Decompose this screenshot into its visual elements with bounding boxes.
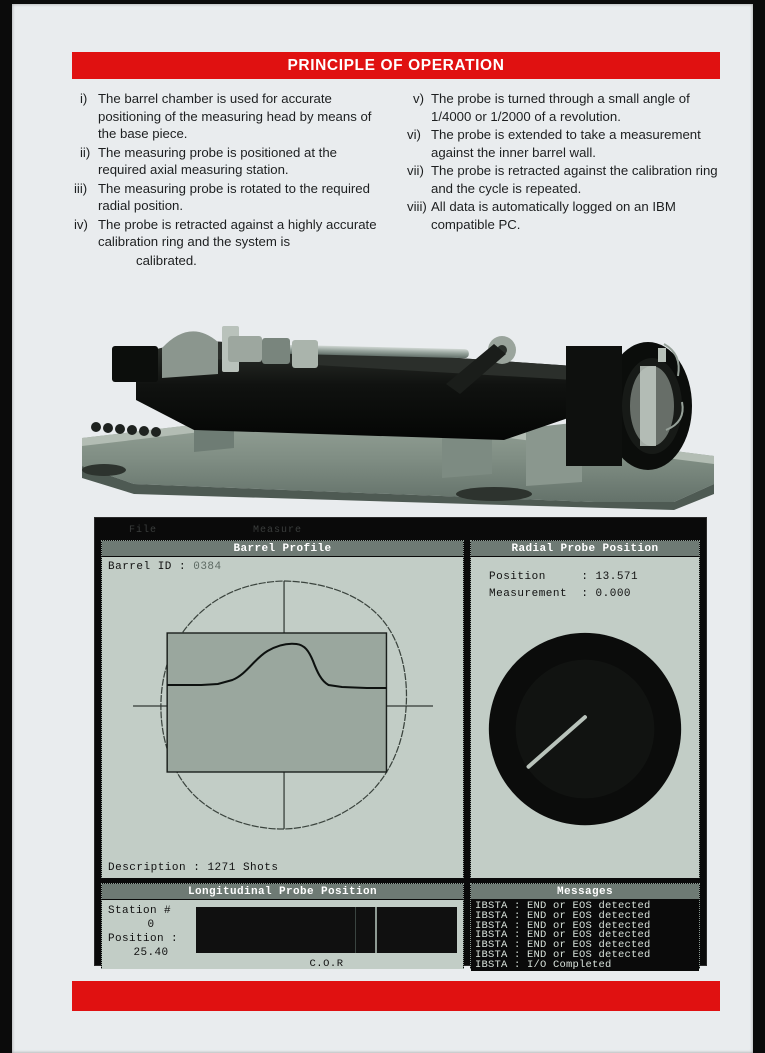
- message-line: IBSTA : I/O Completed: [475, 958, 612, 971]
- operation-steps: i) The barrel chamber is used for accura…: [72, 90, 720, 270]
- list-item: iii) The measuring probe is rotated to t…: [72, 180, 387, 215]
- list-marker: v): [413, 91, 424, 106]
- barrel-id-label: Barrel ID :: [108, 561, 187, 573]
- description-label: Description :: [108, 862, 201, 874]
- list-text: The barrel chamber is used for accurate …: [98, 91, 372, 141]
- menu-item-measure[interactable]: Measure: [253, 525, 303, 536]
- message-line: IBSTA : END or EOS detected: [475, 909, 651, 922]
- radial-probe-body: Position : 13.571 Measurement : 0.000: [471, 557, 699, 878]
- radial-measurement-line: Measurement : 0.000: [489, 588, 632, 600]
- messages-body: IBSTA : END or EOS detected IBSTA : END …: [471, 900, 699, 971]
- list-text: The probe is extended to take a measurem…: [431, 127, 701, 160]
- barrel-id-value: 0384: [193, 561, 222, 573]
- radial-probe-dial: [488, 632, 682, 826]
- longitudinal-readouts: Station # 0 Position : 25.40: [108, 904, 194, 967]
- list-item: vii) The probe is retracted against the …: [405, 162, 720, 197]
- list-text: All data is automatically logged on an I…: [431, 199, 676, 232]
- list-marker: viii): [407, 199, 427, 214]
- message-line: IBSTA : END or EOS detected: [475, 929, 651, 942]
- list-item: v) The probe is turned through a small a…: [405, 90, 720, 125]
- panel-title-longitudinal-probe: Longitudinal Probe Position: [102, 884, 463, 900]
- station-label: Station #: [108, 905, 172, 917]
- radial-position-line: Position : 13.571: [489, 571, 639, 583]
- list-marker-empty: [72, 252, 98, 270]
- screenshot-bottom-row: Longitudinal Probe Position Station # 0 …: [101, 883, 700, 971]
- software-screenshot: File Measure Barrel Profile Barrel ID : …: [94, 517, 707, 971]
- list-text: The probe is retracted against the calib…: [431, 163, 718, 196]
- description-value: 1271 Shots: [207, 862, 279, 874]
- app-menu-bar[interactable]: File Measure: [101, 524, 700, 540]
- barrel-profile-plot: [133, 580, 434, 830]
- steps-column-right: v) The probe is turned through a small a…: [405, 90, 720, 270]
- list-text: The measuring probe is positioned at the…: [98, 144, 337, 178]
- footer-banner: [72, 981, 720, 1011]
- message-line: IBSTA : END or EOS detected: [475, 948, 651, 961]
- list-item: ii) The measuring probe is positioned at…: [72, 144, 387, 179]
- steps-column-left: i) The barrel chamber is used for accura…: [72, 90, 387, 270]
- list-marker: vi): [407, 127, 421, 142]
- list-item: viii) All data is automatically logged o…: [405, 198, 720, 233]
- longitudinal-tick: [355, 907, 357, 953]
- list-item: iv) The probe is retracted against a hig…: [72, 216, 387, 251]
- screenshot-top-row: Barrel Profile Barrel ID : 0384: [101, 540, 700, 878]
- panel-title-radial-probe: Radial Probe Position: [471, 541, 699, 557]
- panel-barrel-profile: Barrel Profile Barrel ID : 0384: [101, 540, 464, 878]
- page-title: PRINCIPLE OF OPERATION: [287, 56, 505, 74]
- barrel-profile-body: Barrel ID : 0384: [102, 557, 463, 878]
- panel-longitudinal-probe-position: Longitudinal Probe Position Station # 0 …: [101, 883, 464, 970]
- message-line: IBSTA : END or EOS detected: [475, 900, 651, 912]
- longitudinal-probe-body: Station # 0 Position : 25.40 C.O.R: [102, 900, 463, 970]
- document-page: PRINCIPLE OF OPERATION i) The barrel cha…: [12, 4, 753, 1053]
- list-item-continuation: calibrated.: [72, 252, 387, 270]
- section-header-banner: PRINCIPLE OF OPERATION: [72, 52, 720, 79]
- list-marker: iv): [74, 216, 88, 232]
- list-text: calibrated.: [98, 252, 387, 270]
- list-text-tail: calibrated.: [136, 252, 197, 268]
- panel-radial-probe-position: Radial Probe Position Position : 13.571 …: [470, 540, 700, 878]
- list-text: The probe is retracted against a highly …: [98, 216, 377, 250]
- message-line: IBSTA : END or EOS detected: [475, 939, 651, 952]
- scan-edge-top: [0, 0, 765, 5]
- scan-edge-right: [753, 0, 765, 1053]
- panel-title-messages: Messages: [471, 884, 699, 900]
- menu-item-file[interactable]: File: [129, 525, 158, 536]
- longitudinal-position-value: 25.40: [133, 947, 169, 959]
- longitudinal-track: [196, 907, 457, 953]
- list-item: vi) The probe is extended to take a meas…: [405, 126, 720, 161]
- longitudinal-position-label: Position :: [108, 933, 179, 945]
- panel-title-barrel-profile: Barrel Profile: [102, 541, 463, 557]
- station-value: 0: [147, 919, 155, 931]
- longitudinal-track-area: C.O.R: [194, 904, 459, 970]
- list-item: i) The barrel chamber is used for accura…: [72, 90, 387, 143]
- scan-edge-left: [0, 0, 12, 1053]
- list-marker: i): [80, 91, 88, 106]
- message-line: IBSTA : END or EOS detected: [475, 919, 651, 932]
- panel-messages: Messages IBSTA : END or EOS detected IBS…: [470, 883, 700, 971]
- longitudinal-probe-marker: [374, 907, 377, 953]
- barrel-id-row: Barrel ID : 0384: [108, 561, 457, 573]
- list-marker: vii): [407, 163, 424, 178]
- list-text: The measuring probe is rotated to the re…: [98, 180, 370, 214]
- list-marker: ii): [80, 144, 91, 160]
- list-marker: iii): [74, 180, 88, 196]
- description-row: Description : 1271 Shots: [108, 862, 278, 874]
- list-text: The probe is turned through a small angl…: [431, 91, 690, 124]
- cor-label: C.O.R: [309, 958, 344, 970]
- machine-photograph: [74, 288, 714, 510]
